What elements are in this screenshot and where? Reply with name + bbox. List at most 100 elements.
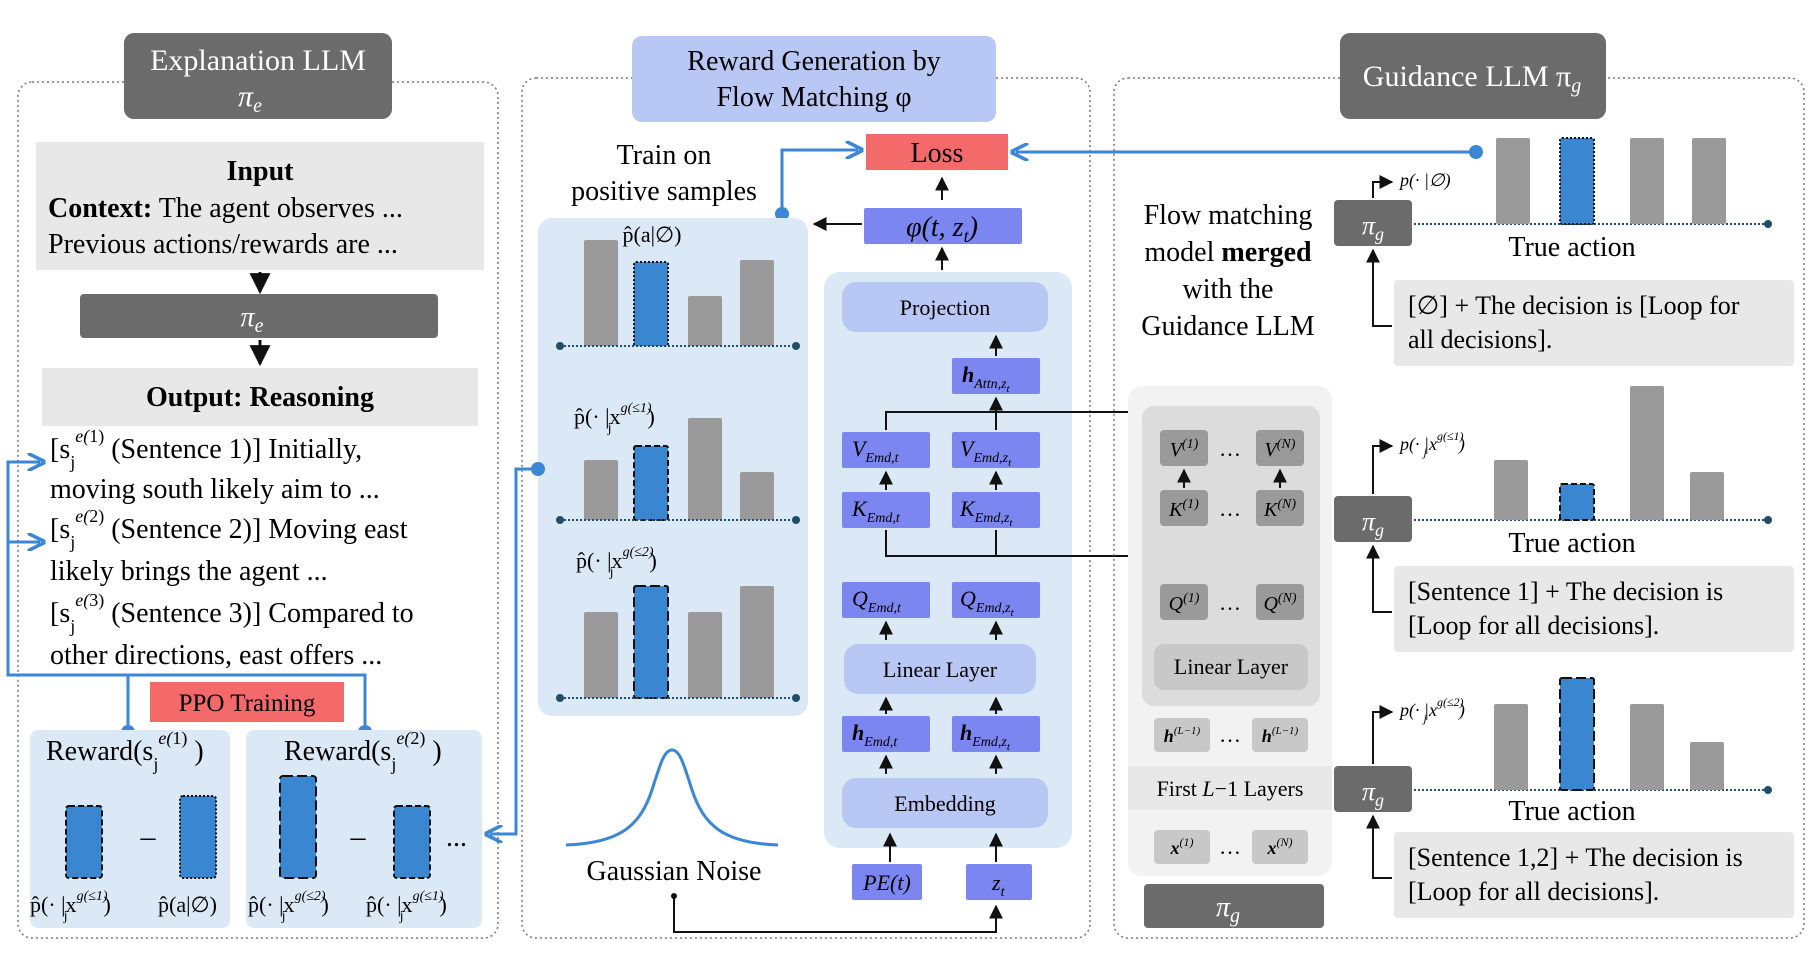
ppo-feedback-arrows — [6, 462, 367, 732]
guidance-input-box-1 — [1394, 280, 1794, 366]
reward-1-right-prob: p̂(a|∅) — [158, 892, 217, 917]
guidance-3-bar-1 — [1494, 704, 1528, 790]
reward-2-left-prob: p̂(· |xg(≤2)j) — [248, 889, 329, 924]
true-action-label-2: True action — [1508, 528, 1635, 559]
loss-label: Loss — [911, 138, 964, 169]
first-layers-label: First L−1 Layers — [1157, 776, 1304, 801]
guidance-input-1-line1: [∅] + The decision is [Loop for — [1408, 291, 1740, 320]
guidance-llm-title: Guidance LLM πg — [1363, 60, 1581, 97]
guidance-2-bar-4 — [1690, 472, 1724, 520]
guidance-2-bar-1 — [1494, 460, 1528, 520]
reward-2-dots: ... — [446, 822, 467, 853]
guidance-input-3-line2: [Loop for all decisions]. — [1408, 877, 1659, 906]
h-dots: … — [1219, 722, 1241, 747]
input-box — [36, 142, 484, 270]
hist-2-bar-1 — [584, 460, 618, 520]
q-emd-z — [952, 582, 1040, 618]
v-emd-t — [842, 432, 930, 468]
hist-2-bar-3 — [688, 418, 722, 520]
guidance-input-2-line1: [Sentence 1] + The decision is — [1408, 577, 1723, 606]
sentence-3-line1: [sje(3) (Sentence 3)] Compared to — [50, 590, 414, 636]
z-t-box — [966, 864, 1032, 900]
hist-1-bar-2 — [633, 261, 669, 347]
gaussian-curve — [565, 748, 779, 847]
projection-label: Projection — [900, 295, 990, 320]
hist-3-label: p̂(· |xg(≤2)j) — [576, 545, 657, 580]
output-box — [42, 368, 478, 426]
guidance-1-bar-4 — [1692, 138, 1726, 224]
k-emd-t — [842, 492, 930, 528]
h-emd-z — [952, 716, 1040, 752]
flow-matching-title-box — [632, 36, 996, 122]
ppo-training-label: PPO Training — [179, 690, 316, 717]
kn-label: K(N) — [1263, 497, 1296, 521]
qn-box — [1256, 584, 1304, 620]
explanation-llm-title-box — [124, 33, 392, 119]
guidance-input-2-line2: [Loop for all decisions]. — [1408, 611, 1659, 640]
guidance-1-bar-3 — [1630, 138, 1664, 224]
hist-3-bar-4 — [740, 586, 774, 698]
guidance-llm-title-box — [1340, 33, 1606, 119]
output-heading: Output: Reasoning — [146, 382, 374, 413]
merged-label-1: Flow matching — [1144, 200, 1313, 231]
pe-t-box — [852, 864, 922, 900]
k-dots: … — [1219, 496, 1241, 521]
previous-line: Previous actions/rewards are ... — [48, 229, 398, 260]
guidance-2-bar-3 — [1630, 386, 1664, 520]
hist-3-bar-3 — [688, 612, 722, 698]
guidance-3-bar-4 — [1690, 742, 1724, 790]
phi-output-label: φ(t, zt) — [906, 212, 978, 246]
guidance-1-bar-1 — [1496, 138, 1530, 224]
reward-1-bar-prior — [179, 795, 217, 879]
q1-box — [1160, 584, 1208, 620]
k1-label: K(1) — [1168, 497, 1199, 521]
hist-1-label: p̂(a|∅) — [623, 222, 682, 247]
hist-3-bar-1 — [584, 612, 618, 698]
z-t-label: zt — [991, 870, 1006, 900]
true-action-label-3: True action — [1508, 796, 1635, 827]
flow-matching-title-2: Flow Matching φ — [716, 82, 911, 113]
reward-2-minus: – — [350, 820, 367, 853]
v1-box — [1160, 430, 1208, 466]
loss-box — [866, 134, 1008, 170]
guidance-pi-1-label: πg — [1362, 211, 1384, 244]
sentence-2-line1: [sje(2) (Sentence 2)] Moving east — [50, 506, 408, 552]
hist-3-bar-2 — [633, 585, 669, 699]
sentence-1-line1: [sje(1) (Sentence 1)] Initially, — [50, 426, 362, 472]
guidance-prob-1: p(· |∅) — [1398, 170, 1451, 191]
embedding-layer — [842, 778, 1048, 828]
hist-1-bar-4 — [740, 260, 774, 346]
guidance-2-bar-2 — [1559, 483, 1595, 521]
q1-label: Q(1) — [1169, 591, 1200, 615]
guidance-input-3-line1: [Sentence 1,2] + The decision is — [1408, 843, 1743, 872]
train-label-2: positive samples — [571, 176, 757, 207]
reward-1-bar-posterior — [65, 805, 103, 879]
vn-label: V(N) — [1265, 437, 1296, 461]
first-layers-band — [1128, 766, 1332, 810]
sentence-1-line2: moving south likely aim to ... — [50, 474, 380, 505]
flow-matching-panel: Reward Generation by Flow Matching φ Los… — [490, 36, 1281, 939]
context-line: Context: The agent observes ... — [48, 193, 403, 224]
sentence-2-line2: likely brings the agent ... — [50, 556, 328, 587]
q-emd-t — [842, 582, 930, 618]
linear-layer-guidance-label: Linear Layer — [1174, 654, 1289, 679]
reward-2-bar-posterior — [279, 775, 317, 879]
projection-layer — [842, 282, 1048, 332]
v-dots: … — [1219, 436, 1241, 461]
guidance-prob-3: p(· |xg(≤2)j) — [1398, 695, 1465, 725]
guidance-pi-2 — [1334, 496, 1412, 542]
guidance-pi-3-label: πg — [1362, 777, 1384, 810]
guidance-1-bar-2 — [1559, 137, 1595, 225]
reasoning-sentences: [sje(1) (Sentence 1)] Initially, moving … — [50, 426, 414, 671]
guidance-prob-2: p(· |xg(≤1)j) — [1398, 429, 1465, 459]
explanation-llm-symbol: πe — [238, 80, 262, 117]
merged-label-3: with the — [1183, 274, 1274, 305]
x-dots: … — [1219, 834, 1241, 859]
kn-box — [1256, 490, 1304, 526]
true-action-label-1: True action — [1508, 232, 1635, 263]
q-dots: … — [1219, 590, 1241, 615]
pe-t-label: PE(t) — [862, 870, 911, 895]
flow-matching-title-1: Reward Generation by — [687, 46, 940, 77]
reward-2-right-prob: p̂(· |xg(≤1)j) — [366, 889, 447, 924]
train-label-1: Train on — [617, 140, 712, 171]
